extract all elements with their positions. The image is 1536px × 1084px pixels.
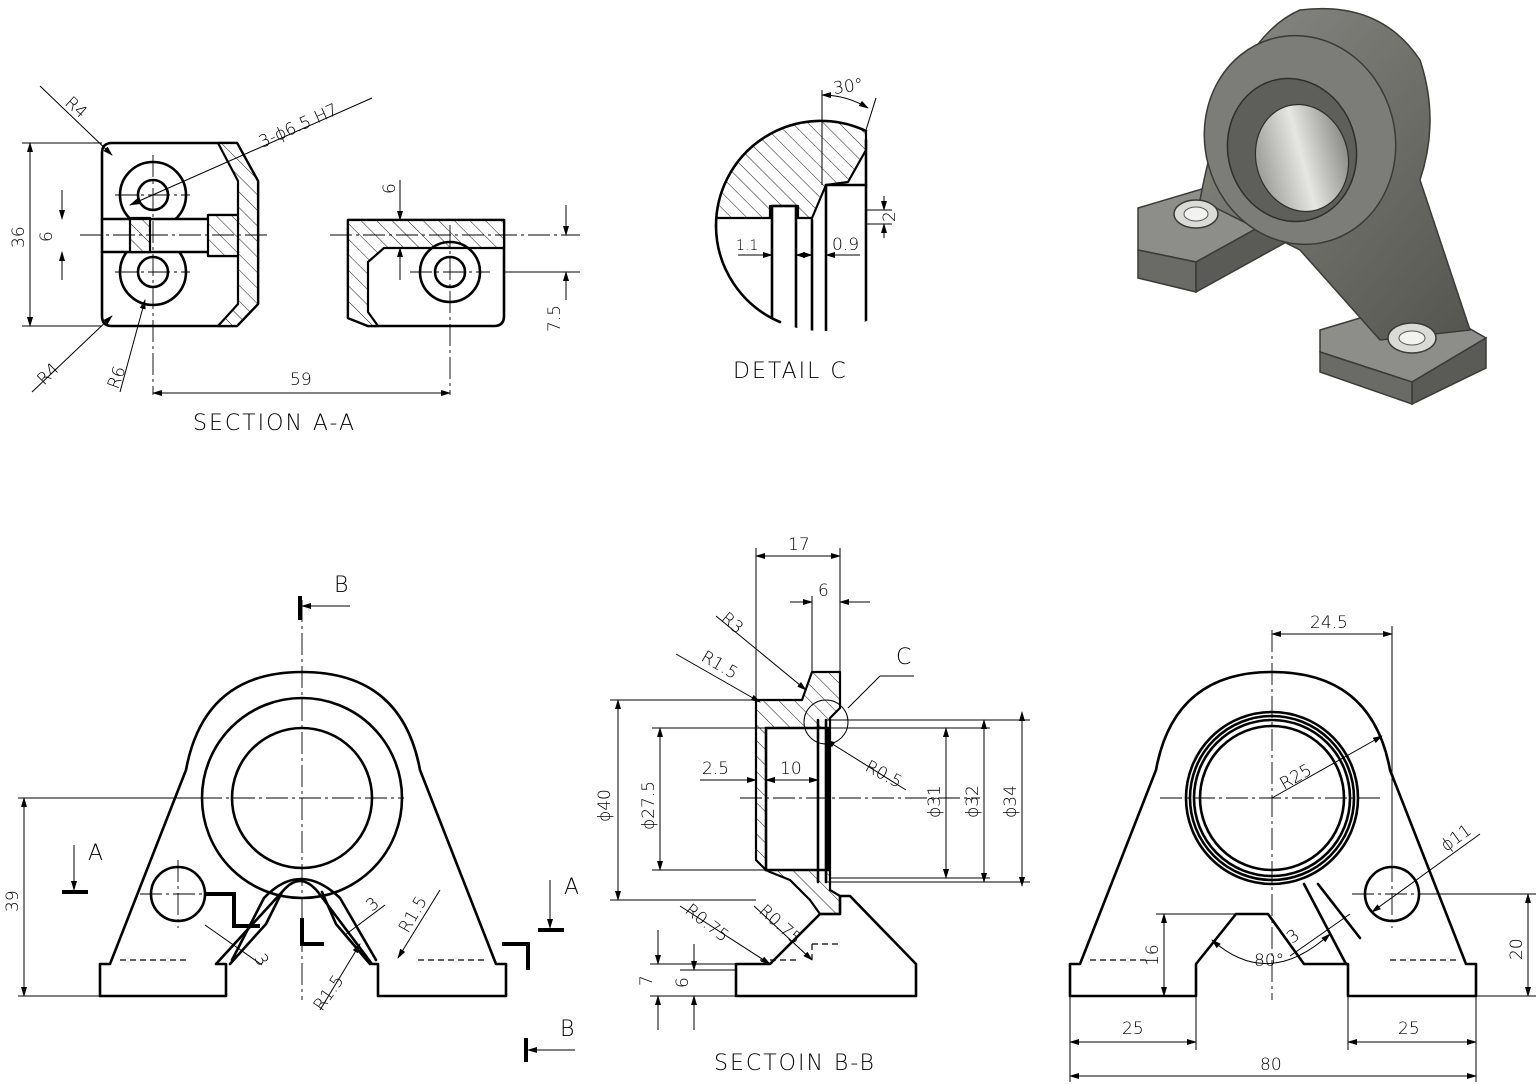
dim-phi40: ϕ40 (595, 789, 615, 822)
dim-16: 16 (1143, 944, 1163, 966)
cut-mark-a-left: A (88, 841, 103, 866)
dim-2-5: 2.5 (702, 759, 729, 779)
dim-7-bb: 7 (637, 975, 657, 986)
dim-25-left: 25 (1122, 1019, 1144, 1039)
dim-7-5: 7.5 (545, 305, 565, 332)
dim-r4-top: R4 (61, 93, 91, 123)
dim-r25: R25 (1277, 760, 1316, 794)
dim-6-top: 6 (380, 183, 400, 194)
dim-30-deg: 30° (832, 75, 865, 99)
section-a-a-label: SECTION A-A (193, 411, 356, 436)
dim-r4-bottom: R4 (33, 359, 63, 389)
dim-r0-75-b: R0.75 (755, 901, 805, 949)
section-b-b-view: 17 6 R3 R1.5 C ϕ40 ϕ27.5 2.5 10 R0.5 ϕ31 (595, 535, 1030, 1076)
dim-phi31: ϕ31 (925, 785, 945, 818)
dim-6-left: 6 (37, 231, 57, 242)
dim-25-right: 25 (1398, 1019, 1420, 1039)
dim-39: 39 (3, 890, 23, 912)
section-a-a-view: 36 6 R4 3-ϕ6.5 H7 R4 R6 59 6 7.5 SECTION… (9, 85, 580, 436)
pillow-block-3d-icon (1137, 7, 1488, 406)
dim-3-front-a: 3 (250, 951, 273, 970)
dim-3-rear: 3 (1283, 926, 1304, 949)
detail-c-ref: C (896, 645, 911, 670)
dim-r0-75-a: R0.75 (681, 900, 732, 946)
detail-c-label: DETAIL C (733, 359, 848, 384)
dim-80: 80 (1260, 1055, 1282, 1075)
front-view: B B A A 39 3 3 R1.5 R1.5 (3, 573, 579, 1062)
rear-view: 24.5 R25 ϕ11 3 16 80° 20 25 25 80 (1068, 613, 1536, 1082)
dim-r1-5-front-b: R1.5 (395, 893, 432, 937)
dim-phi34: ϕ34 (1001, 785, 1021, 818)
dim-6-bb-b: 6 (673, 977, 693, 988)
dim-0-9: 0.9 (832, 235, 859, 255)
dim-1-1: 1.1 (736, 238, 758, 254)
dim-6-bb: 6 (818, 581, 829, 601)
dim-r0-5: R0.5 (862, 757, 906, 793)
dim-20: 20 (1507, 938, 1527, 960)
dim-r1-5-front-a: R1.5 (310, 972, 349, 1015)
dim-10: 10 (780, 759, 802, 779)
cut-mark-b-top: B (334, 573, 348, 598)
cut-mark-a-right: A (564, 875, 579, 900)
dim-2: 2 (880, 211, 900, 222)
dim-59: 59 (290, 370, 312, 390)
detail-c-view: 30° 2 1.1 0.9 DETAIL C (714, 75, 900, 384)
dim-3-front-b: 3 (362, 894, 383, 916)
dim-24-5: 24.5 (1310, 613, 1348, 633)
section-b-b-label: SECTOIN B-B (714, 1051, 876, 1076)
cut-mark-b-bottom: B (560, 1017, 574, 1042)
hole-callout: 3-ϕ6.5 H7 (256, 100, 341, 153)
dim-80-deg: 80° (1254, 951, 1284, 971)
dim-phi32: ϕ32 (963, 785, 983, 818)
dim-r3: R3 (717, 609, 747, 639)
dim-phi27-5: ϕ27.5 (639, 781, 659, 830)
dim-36: 36 (9, 226, 29, 248)
dim-17: 17 (788, 535, 810, 555)
